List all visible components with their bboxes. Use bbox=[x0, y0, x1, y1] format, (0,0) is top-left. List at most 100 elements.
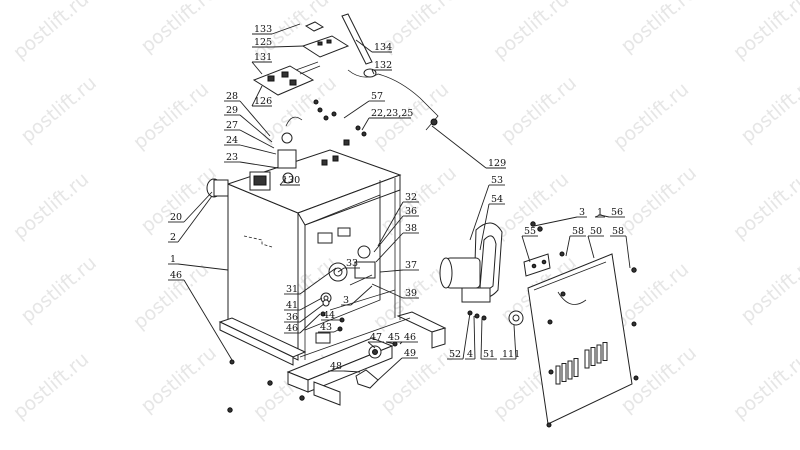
callout-label: 2 bbox=[170, 232, 176, 243]
callout-leader bbox=[599, 214, 610, 218]
callout-label: 46 bbox=[286, 323, 298, 334]
vent-slot bbox=[596, 344, 602, 364]
callout-leader bbox=[239, 114, 273, 143]
callout-leader bbox=[271, 23, 301, 35]
callout-leader bbox=[533, 216, 578, 227]
callout-134: 134 bbox=[355, 39, 392, 53]
callout-54: 54 bbox=[479, 194, 505, 251]
callout-label: 39 bbox=[405, 288, 417, 299]
callout-leader bbox=[251, 85, 263, 107]
callout-leader bbox=[479, 203, 490, 251]
callout-55: 55 bbox=[521, 226, 538, 263]
callout-leader bbox=[379, 269, 404, 273]
callout-132: 132 bbox=[371, 60, 392, 75]
callout-label: 24 bbox=[226, 135, 238, 146]
vent-slot bbox=[602, 342, 608, 361]
callout-leader bbox=[371, 283, 404, 299]
watermark-text: postlift.ru bbox=[729, 168, 800, 244]
callout-leader bbox=[299, 303, 325, 323]
callout-label: 36 bbox=[405, 206, 417, 217]
vent-slot bbox=[555, 365, 561, 385]
callout-label: 3 bbox=[343, 295, 349, 306]
callout-label: 47 bbox=[370, 332, 382, 343]
callout-leader bbox=[239, 100, 271, 137]
callout-51: 51 bbox=[480, 317, 497, 360]
callout-label: 22,23,25 bbox=[371, 108, 413, 119]
callout-leader bbox=[239, 129, 275, 149]
callout-leader bbox=[377, 357, 403, 381]
callout-leader bbox=[183, 279, 233, 361]
callout-label: 29 bbox=[226, 105, 238, 116]
callout-label: 27 bbox=[226, 120, 238, 131]
callout-4: 4 bbox=[465, 315, 476, 360]
callout-label: 45 bbox=[388, 332, 400, 343]
callout-label: 53 bbox=[491, 175, 503, 186]
callout-label: 1 bbox=[170, 254, 176, 265]
callout-leader bbox=[377, 201, 404, 247]
callout-24: 24 bbox=[224, 135, 277, 155]
control-boards bbox=[252, 13, 439, 137]
watermark-text: postlift.ru bbox=[17, 252, 101, 328]
callout-33: 33 bbox=[337, 258, 360, 273]
callout-36: 36 bbox=[284, 303, 325, 323]
callout-label: 134 bbox=[374, 42, 392, 53]
watermark-text: postlift.ru bbox=[609, 78, 693, 154]
callout-20: 20 bbox=[168, 191, 213, 223]
callout-22-23-25: 22,23,25 bbox=[361, 108, 413, 131]
vent-slot bbox=[567, 360, 573, 380]
callout-125: 125 bbox=[252, 37, 305, 48]
callout-label: 44 bbox=[323, 310, 335, 321]
callout-leader bbox=[587, 235, 595, 259]
callout-label: 49 bbox=[404, 348, 416, 359]
callout-leader bbox=[462, 312, 471, 360]
callout-leader bbox=[271, 45, 305, 48]
callout-29: 29 bbox=[224, 105, 273, 143]
watermark-text: postlift.ru bbox=[737, 252, 800, 328]
callout-label: 130 bbox=[282, 175, 300, 186]
callout-leader bbox=[350, 285, 373, 306]
callout-label: 20 bbox=[170, 212, 182, 223]
callout-27: 27 bbox=[224, 120, 275, 149]
callout-leader bbox=[239, 144, 277, 155]
base-frame bbox=[218, 311, 447, 413]
watermark-text: postlift.ru bbox=[617, 162, 701, 238]
callout-57: 57 bbox=[343, 91, 385, 119]
callout-leader bbox=[337, 267, 345, 273]
callout-leader bbox=[473, 315, 476, 360]
callout-label: 23 bbox=[226, 152, 238, 163]
callout-label: 3 bbox=[579, 207, 585, 218]
watermark-text: postlift.ru bbox=[9, 0, 93, 64]
callout-label: 111 bbox=[502, 349, 520, 360]
callout-leader bbox=[375, 232, 404, 263]
callout-label: 52 bbox=[449, 349, 461, 360]
callout-label: 33 bbox=[346, 258, 358, 269]
callout-leader bbox=[361, 117, 370, 131]
callout-label: 50 bbox=[590, 226, 602, 237]
callout-23: 23 bbox=[224, 152, 279, 169]
motor-assembly bbox=[439, 222, 524, 326]
callout-label: 28 bbox=[226, 91, 238, 102]
callout-leader bbox=[279, 177, 287, 186]
callout-leader bbox=[299, 267, 337, 295]
callout-leader bbox=[373, 215, 404, 253]
callout-label: 46 bbox=[404, 332, 416, 343]
callout-37: 37 bbox=[379, 260, 419, 273]
callout-2: 2 bbox=[168, 195, 213, 243]
callout-46: 46 bbox=[168, 270, 233, 361]
watermark-text: postlift.ru bbox=[17, 72, 101, 148]
callout-label: 58 bbox=[612, 226, 624, 237]
callout-47: 47 bbox=[367, 332, 384, 349]
callout-leader bbox=[183, 191, 213, 223]
callout-43: 43 bbox=[318, 322, 341, 333]
callout-50: 50 bbox=[587, 226, 604, 259]
callout-45: 45 bbox=[385, 332, 402, 345]
callout-label: 56 bbox=[611, 207, 623, 218]
vent-slot bbox=[573, 358, 579, 377]
callout-leader bbox=[333, 328, 341, 333]
callout-1: 1 bbox=[168, 254, 229, 271]
callout-layer: 13312513112613413228292724235722,23,2512… bbox=[168, 23, 631, 381]
callout-38: 38 bbox=[375, 223, 419, 263]
watermark-text: postlift.ru bbox=[489, 0, 573, 64]
callout-52: 52 bbox=[447, 312, 471, 360]
callout-label: 32 bbox=[405, 192, 417, 203]
